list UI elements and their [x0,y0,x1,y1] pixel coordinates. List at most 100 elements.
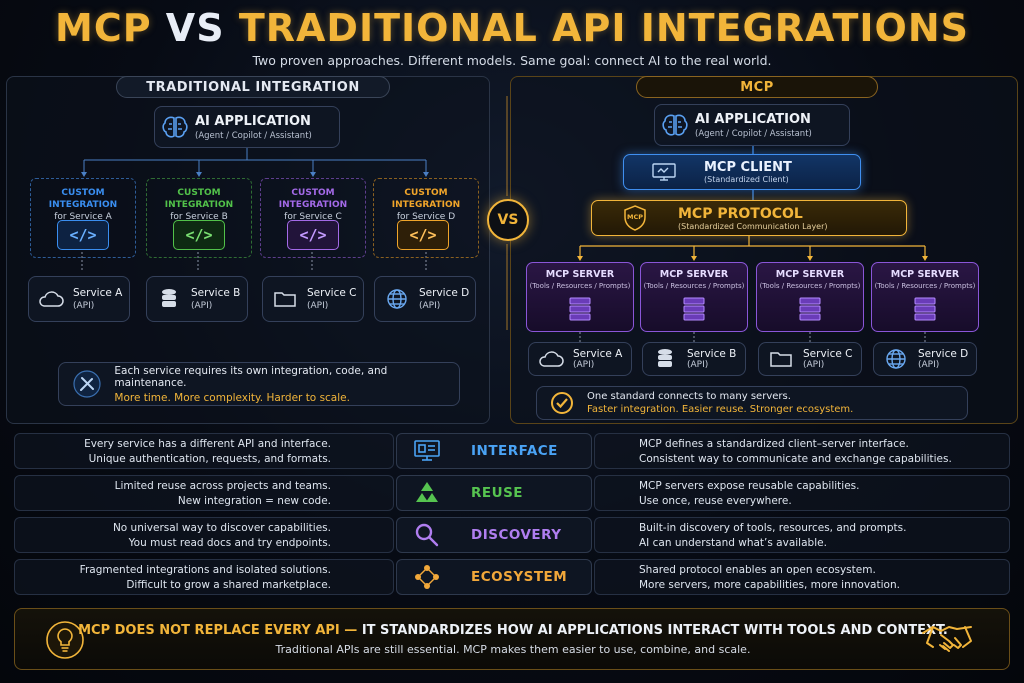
reuse-right-line2: Use once, reuse everywhere. [639,495,792,507]
mcp-client-title: MCP CLIENT [704,160,792,175]
custom-integration-d [373,178,479,258]
ecosystem-right-line1: Shared protocol enables an open ecosyste… [639,564,876,576]
right-note-line2: Faster integration. Easier reuse. Strong… [587,404,854,415]
custom-integration-c [260,178,366,258]
banner-headline-white: IT STANDARDIZES HOW AI APPLICATIONS INTE… [361,623,948,638]
discovery-label: DISCOVERY [471,527,562,543]
database-icon [147,288,191,310]
ci-title-b: CUSTOM INTEGRATION [164,188,234,210]
interface-label: INTERFACE [471,443,558,459]
ci-title-c: CUSTOM INTEGRATION [278,188,348,210]
ci-sub-a: for Service A [54,212,112,222]
bottom-banner: MCP DOES NOT REPLACE EVERY API — IT STAN… [14,608,1010,670]
comparison-row-ecosystem-label: ECOSYSTEM [396,559,592,595]
comparison-row-discovery-right: Built-in discovery of tools, resources, … [594,517,1010,553]
mcp-protocol-box: MCP MCP PROTOCOL (Standardized Communica… [591,200,907,236]
reuse-right-line1: MCP servers expose reusable capabilities… [639,480,860,492]
check-circle-icon [537,391,587,415]
brain-icon [655,113,695,137]
server-icon [683,297,705,321]
right-service-d: Service D (API) [873,342,977,376]
mcp-heading: MCP [636,76,878,98]
right-service-c: Service C (API) [758,342,862,376]
server-icon [569,297,591,321]
left-service-a-api: (API) [73,301,95,311]
magnifier-icon [397,522,457,548]
server-icon [799,297,821,321]
monitor-icon [397,439,457,463]
banner-headline: MCP DOES NOT REPLACE EVERY API — IT STAN… [15,623,1011,638]
right-service-a-name: Service A [573,348,623,360]
ci-label-d: CUSTOM INTEGRATION for Service D [373,187,479,223]
reuse-left-line2: New integration = new code. [177,495,331,507]
discovery-right-line1: Built-in discovery of tools, resources, … [639,522,907,534]
title-mcp: MCP [55,6,152,50]
computer-icon [624,162,704,182]
comparison-row-reuse-label: REUSE [396,475,592,511]
comparison-row-discovery-label: DISCOVERY [396,517,592,553]
mcp-server-d-title: MCP SERVER [890,269,960,280]
comparison-row-ecosystem-right: Shared protocol enables an open ecosyste… [594,559,1010,595]
discovery-right-line2: AI can understand what’s available. [639,537,827,549]
right-service-d-api: (API) [918,360,940,370]
comparison-row-interface-left: Every service has a different API and in… [14,433,394,469]
left-service-c-name: Service C [307,287,357,299]
left-ai-title: AI APPLICATION [195,113,311,129]
cloud-icon [529,350,573,368]
left-service-d: Service D (API) [374,276,476,322]
interface-left-line2: Unique authentication, requests, and for… [88,453,331,465]
right-service-b-name: Service B [687,348,737,360]
left-service-b: Service B (API) [146,276,248,322]
discovery-left-line2: You must read docs and try endpoints. [128,537,331,549]
mcp-server-b: MCP SERVER (Tools / Resources / Prompts) [640,262,748,332]
connector-lines [81,96,928,342]
network-icon [397,564,457,590]
mcp-server-c-sub: (Tools / Resources / Prompts) [759,282,861,290]
database-icon [643,348,687,370]
code-icon-a: </> [57,220,109,250]
title-vs: VS [165,6,225,50]
comparison-row-ecosystem-left: Fragmented integrations and isolated sol… [14,559,394,595]
recycle-icon [397,480,457,506]
interface-right-line2: Consistent way to communicate and exchan… [639,453,952,465]
title-traditional: TRADITIONAL API INTEGRATIONS [238,6,969,50]
lightbulb-icon [45,620,85,664]
comparison-row-reuse-right: MCP servers expose reusable capabilities… [594,475,1010,511]
discovery-left-line1: No universal way to discover capabilitie… [112,522,331,534]
mcp-server-a: MCP SERVER (Tools / Resources / Prompts) [526,262,634,332]
page-title: MCP VS TRADITIONAL API INTEGRATIONS [0,6,1024,50]
left-note-line1: Each service requires its own integratio… [114,364,388,389]
handshake-icon [921,621,975,661]
globe-icon [375,288,419,310]
code-icon-d: </> [397,220,449,250]
mcp-client-subtitle: (Standardized Client) [704,175,789,184]
mcp-shield-label: MCP [626,213,643,221]
server-icon [914,297,936,321]
right-ai-application-box: AI APPLICATION (Agent / Copilot / Assist… [654,104,850,146]
code-icon-c: </> [287,220,339,250]
comparison-row-reuse-left: Limited reuse across projects and teams.… [14,475,394,511]
reuse-left-line1: Limited reuse across projects and teams. [114,480,331,492]
ci-label-a: CUSTOM INTEGRATION for Service A [30,187,136,223]
ecosystem-left-line2: Difficult to grow a shared marketplace. [126,579,331,591]
reuse-label: REUSE [471,485,524,501]
right-service-c-api: (API) [803,360,825,370]
right-ai-title: AI APPLICATION [695,111,811,127]
traditional-heading: TRADITIONAL INTEGRATION [116,76,390,98]
mcp-server-c: MCP SERVER (Tools / Resources / Prompts) [756,262,864,332]
left-service-a: Service A (API) [28,276,130,322]
ci-label-b: CUSTOM INTEGRATION for Service B [146,187,252,223]
ecosystem-left-line1: Fragmented integrations and isolated sol… [79,564,331,576]
left-service-c-api: (API) [307,301,329,311]
custom-integration-b [146,178,252,258]
mcp-server-d: MCP SERVER (Tools / Resources / Prompts) [871,262,979,332]
page-subtitle: Two proven approaches. Different models.… [252,53,772,68]
custom-integration-a [30,178,136,258]
mcp-protocol-subtitle: (Standardized Communication Layer) [678,221,828,231]
globe-icon [874,348,918,370]
right-service-a: Service A (API) [528,342,632,376]
right-service-c-name: Service C [803,348,853,360]
right-note-line1: One standard connects to many servers. [587,391,791,402]
ci-sub-b: for Service B [170,212,228,222]
left-service-d-api: (API) [419,301,441,311]
